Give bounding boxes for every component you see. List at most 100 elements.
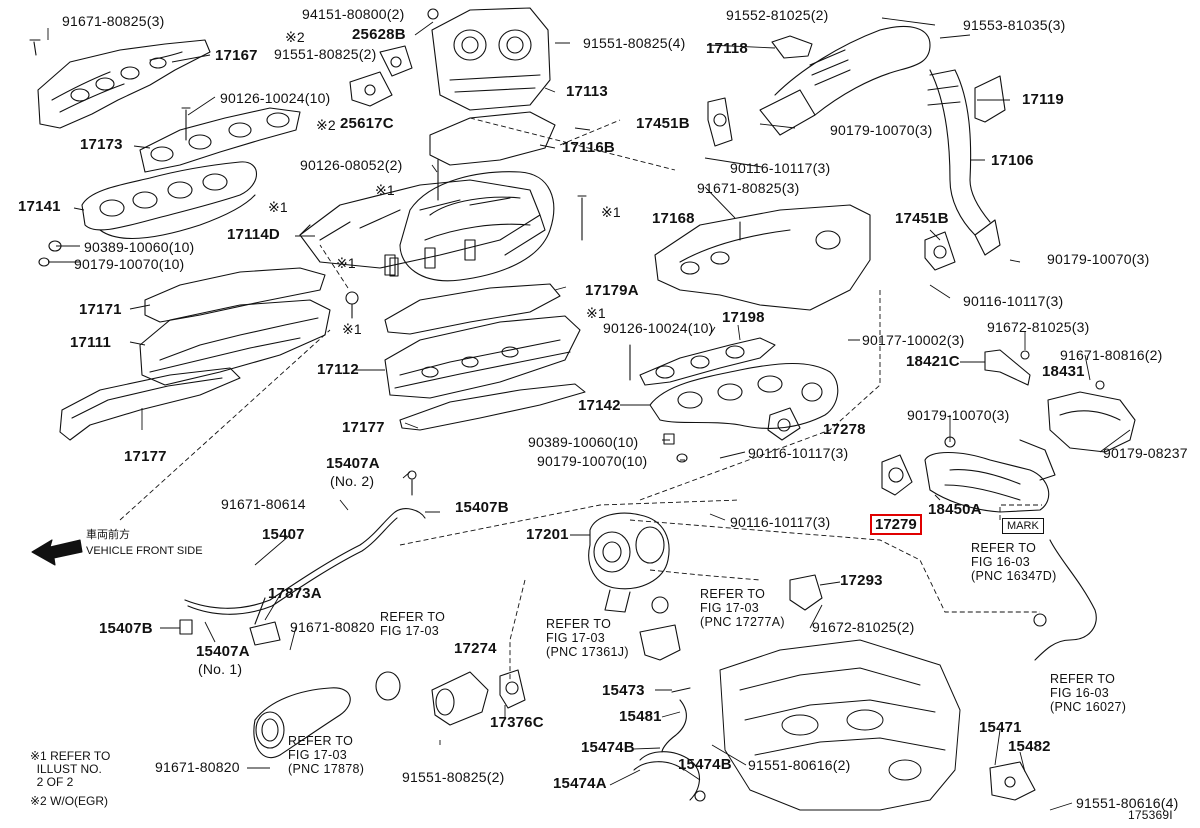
part-label[interactable]: 25628B [352,26,406,43]
part-label[interactable]: 90126-10024(10) [220,90,331,106]
part-label[interactable]: 90389-10060(10) [84,239,195,255]
part-label[interactable]: 15407B [455,499,509,516]
part-label[interactable]: 17112 [317,361,359,378]
part-label[interactable]: 91551-80825(2) [402,769,505,785]
highlighted-part-17279[interactable]: 17279 [870,514,922,535]
part-label[interactable]: 91671-80614 [221,496,306,512]
part-label[interactable]: 91671-80820 [290,619,375,635]
part-label[interactable]: 17177 [342,419,385,436]
gasket-17451B-top [707,97,733,147]
part-label[interactable]: 90116-10117(3) [730,160,831,176]
part-label[interactable]: 91552-81025(2) [726,7,829,23]
part-label[interactable]: (No. 2) [330,473,375,489]
part-label[interactable]: 17201 [526,526,569,543]
intake-plenum [389,159,587,282]
part-label[interactable]: 90179-10070(10) [74,256,185,272]
exhaust-pipe-17106 [759,26,1001,256]
part-label[interactable]: 17113 [566,83,608,100]
ref-note[interactable]: REFER TO FIG 17-03 (PNC 17878) [288,734,365,776]
plate-25617C [349,71,393,107]
note-marker: ※1 [268,199,288,215]
part-label[interactable]: 17141 [18,198,61,215]
part-label[interactable]: 17179A [585,282,639,299]
part-label[interactable]: 17278 [823,421,866,438]
part-label[interactable]: 91553-81035(3) [963,17,1066,33]
cylinder-head-17112 [384,315,581,399]
part-label[interactable]: 15474B [581,739,635,756]
part-label[interactable]: 17118 [706,40,748,57]
part-label[interactable]: 91671-80825(3) [62,13,165,29]
part-label[interactable]: 18421C [906,353,960,370]
part-label[interactable]: 91551-80616(2) [748,757,851,773]
footnote-1: ※1 REFER TO ILLUST NO. 2 OF 2 [30,749,111,789]
part-label[interactable]: 91671-80825(3) [697,180,800,196]
part-label[interactable]: 15471 [979,719,1022,736]
part-label[interactable]: 90116-10117(3) [963,293,1064,309]
part-label[interactable]: 15407A [196,643,250,660]
ref-note[interactable]: REFER TO FIG 17-03 (PNC 17361J) [546,617,629,659]
part-label[interactable]: 94151-80800(2) [302,6,405,22]
part-label[interactable]: 17451B [636,115,690,132]
part-label[interactable]: 17111 [70,334,112,351]
part-label[interactable]: 91551-80825(4) [583,35,686,51]
ref-note[interactable]: REFER TO FIG 17-03 (PNC 17277A) [700,587,785,629]
part-label[interactable]: 17116B [562,139,615,156]
part-label[interactable]: 17167 [215,47,258,64]
part-label[interactable]: 91671-80820 [155,759,240,775]
part-label[interactable]: 17168 [652,210,695,227]
part-label[interactable]: 15407A [326,455,380,472]
mark-label: MARK [1002,518,1044,534]
part-label[interactable]: 90116-10117(3) [748,445,849,461]
part-label[interactable]: 18431 [1042,363,1085,380]
gasket-17198 [639,337,776,386]
part-label[interactable]: 15474B [678,756,732,773]
part-label[interactable]: 17376C [490,714,544,731]
gasket-17173 [139,107,301,173]
part-label[interactable]: 17119 [1022,91,1064,108]
part-label[interactable]: 17114D [227,226,280,243]
part-label[interactable]: 17171 [79,301,122,318]
bracket-17118 [771,35,813,59]
part-label[interactable]: 17142 [578,397,621,414]
ref-note[interactable]: REFER TO FIG 16-03 (PNC 16347D) [971,541,1057,583]
part-label[interactable]: 90179-10070(3) [1047,251,1150,267]
gasket-17279 [881,454,913,496]
part-label[interactable]: 17451B [895,210,949,227]
part-label[interactable]: 90179-10070(3) [907,407,1010,423]
footnote-2: ※2 W/O(EGR) [30,794,109,808]
part-label[interactable]: 15473 [602,682,645,699]
part-label[interactable]: 17173 [80,136,123,153]
part-label[interactable]: 15481 [619,708,662,725]
part-label[interactable]: 91551-80825(2) [274,46,377,62]
part-label[interactable]: 90126-08052(2) [300,157,403,173]
part-label[interactable]: 15482 [1008,738,1051,755]
part-label[interactable]: 91671-80816(2) [1060,347,1163,363]
part-label[interactable]: 90179-08237 [1103,445,1188,461]
part-label[interactable]: 90389-10060(10) [528,434,639,450]
part-label[interactable]: 17177 [124,448,167,465]
part-label[interactable]: 17873A [268,585,322,602]
part-label[interactable]: 17198 [722,309,765,326]
part-label[interactable]: 90116-10117(3) [730,514,831,530]
part-label[interactable]: 15407 [262,526,305,543]
ref-note[interactable]: REFER TO FIG 16-03 (PNC 16027) [1050,672,1127,714]
part-label[interactable]: 90126-10024(10) [603,320,714,336]
gasket-17116B [429,111,556,166]
part-label[interactable]: 90179-10070(3) [830,122,933,138]
part-label[interactable]: 17106 [991,152,1034,169]
part-label[interactable]: 15474A [553,775,607,792]
intake-elbow-17274 [431,671,489,726]
part-label[interactable]: 91672-81025(3) [987,319,1090,335]
part-label[interactable]: 90177-10002(3) [862,332,965,348]
part-label[interactable]: 90179-10070(10) [537,453,648,469]
ref-note[interactable]: REFER TO FIG 17-03 [380,610,446,638]
part-label[interactable]: 15407B [99,620,153,637]
part-label[interactable]: 25617C [340,115,394,132]
part-label[interactable]: 91672-81025(2) [812,619,915,635]
part-label[interactable]: 91551-80616(4) [1076,795,1179,811]
part-label[interactable]: 18450A [928,501,982,518]
part-label[interactable]: 17293 [840,572,883,589]
part-label[interactable]: (No. 1) [198,661,243,677]
part-label[interactable]: 17274 [454,640,497,657]
